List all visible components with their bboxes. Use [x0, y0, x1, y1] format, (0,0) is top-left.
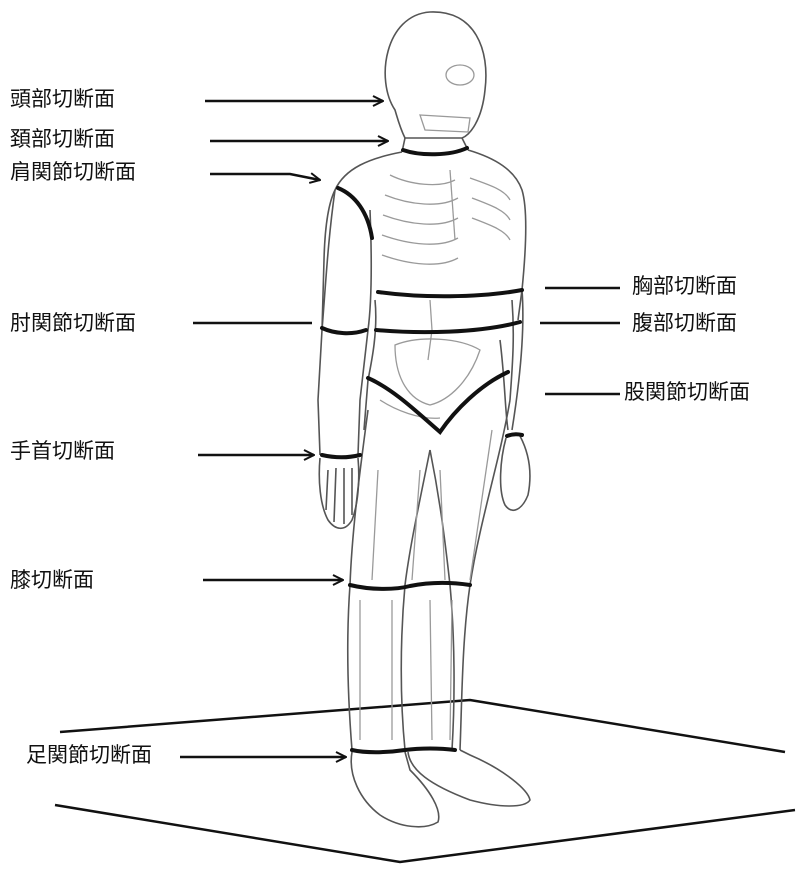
floor-plane — [55, 700, 795, 862]
abdomen-section-line — [376, 322, 520, 332]
label-abdomen: 腹部切断面 — [632, 313, 737, 334]
neck-section-line — [403, 148, 467, 154]
label-hip: 股関節切断面 — [624, 382, 750, 403]
chest-section-line — [378, 290, 522, 296]
label-chest: 胸部切断面 — [632, 276, 737, 297]
label-neck: 頚部切断面 — [10, 129, 115, 150]
elbow-section-line — [322, 328, 366, 333]
wrist-section-line-right — [507, 434, 522, 436]
knee-section-line — [350, 583, 470, 589]
section-lines — [322, 148, 522, 752]
skeleton-hints — [360, 65, 510, 740]
wrist-section-line-left — [322, 455, 360, 457]
label-wrist: 手首切断面 — [10, 441, 115, 462]
label-head: 頭部切断面 — [10, 89, 115, 110]
ankle-section-line — [352, 749, 455, 753]
shoulder-arrow — [210, 174, 320, 180]
label-shoulder: 肩関節切断面 — [10, 162, 136, 183]
label-knee: 膝切断面 — [10, 570, 94, 591]
shoulder-section-line — [338, 188, 372, 238]
label-elbow: 肘関節切断面 — [10, 313, 136, 334]
label-ankle: 足関節切断面 — [26, 745, 152, 766]
